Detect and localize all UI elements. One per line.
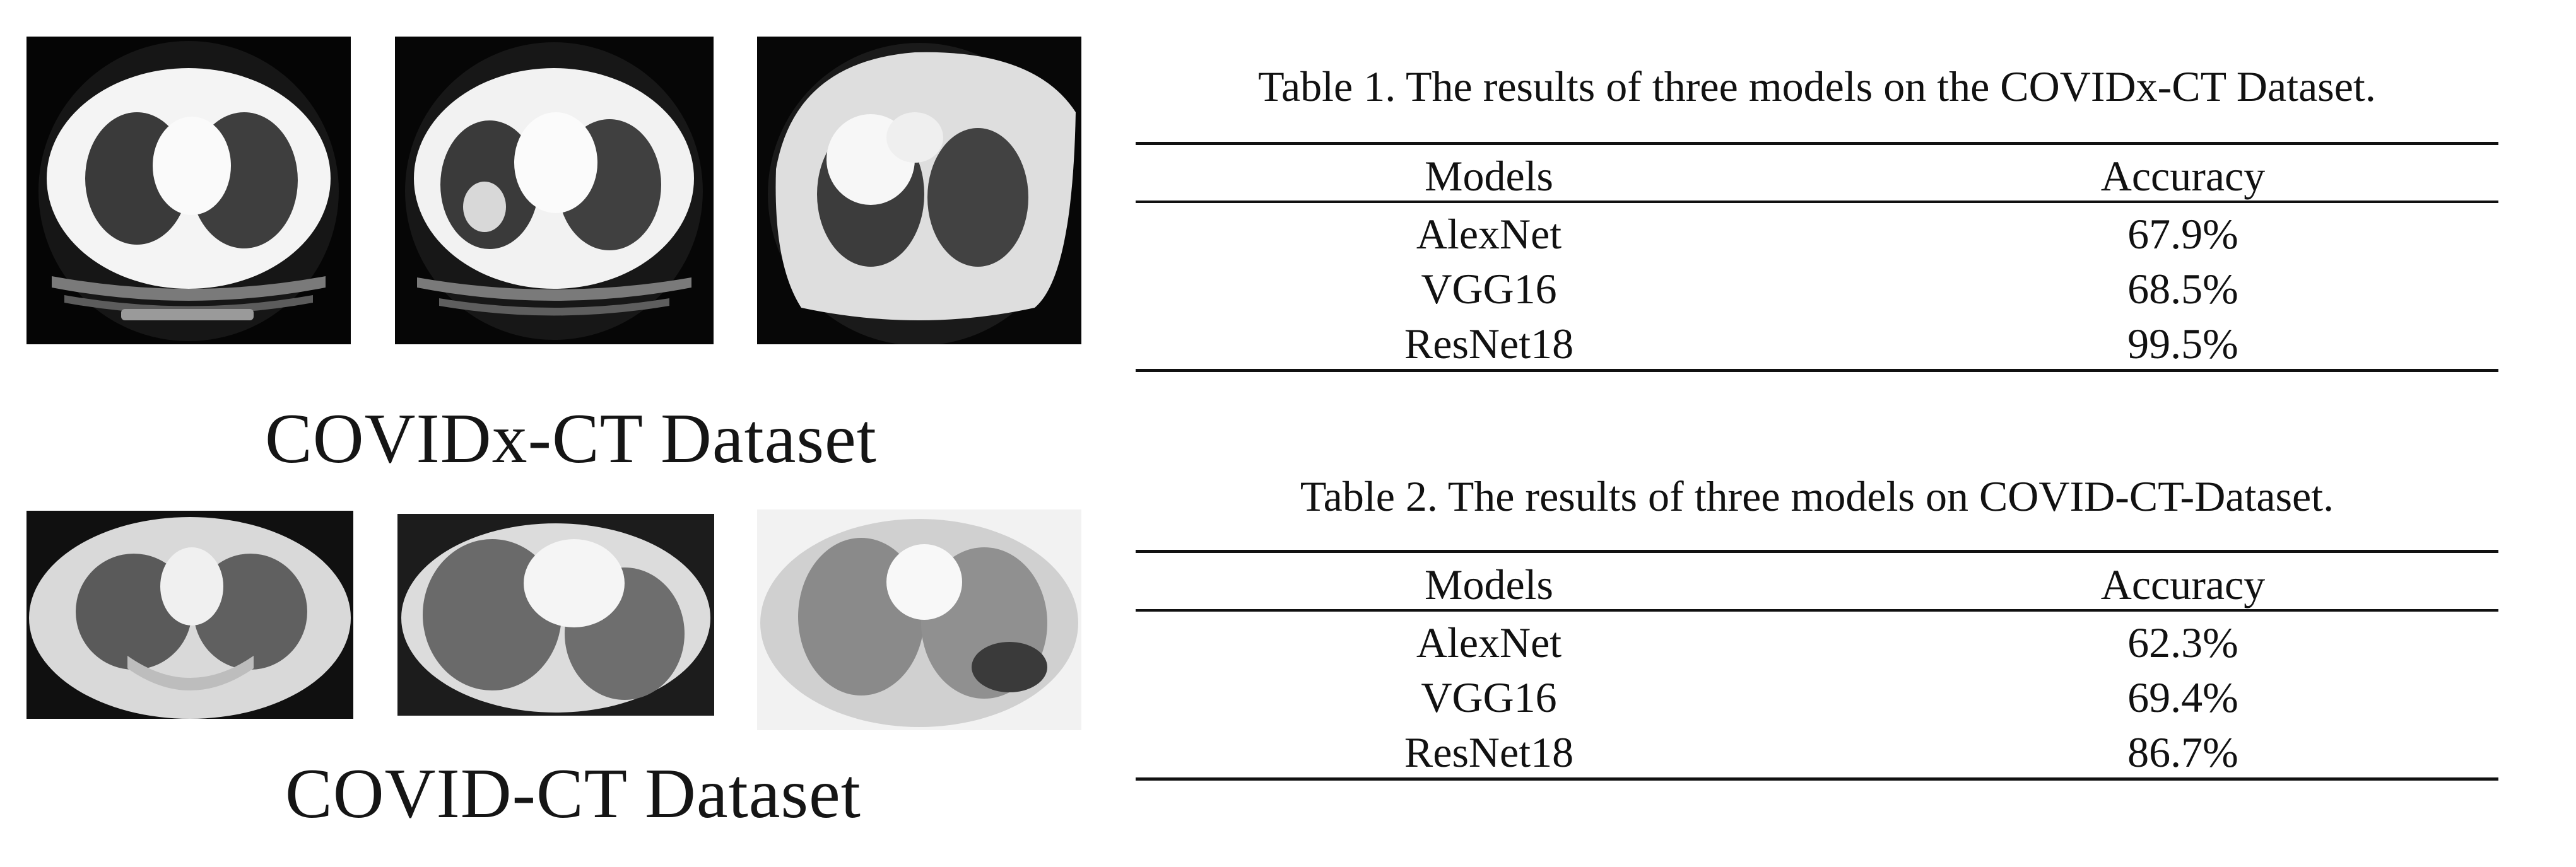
covid-ct-dataset-caption: COVID-CT Dataset [285, 755, 861, 833]
covid-ct-image-1 [26, 511, 353, 719]
covid-ct-image-2 [397, 514, 714, 716]
table-1-caption: Table 1. The results of three models on … [1258, 62, 2376, 110]
table-1-top-rule [1136, 142, 2498, 145]
table-2-top-rule [1136, 550, 2498, 553]
table-2-model-cell: VGG16 [1421, 673, 1557, 721]
table-1-accuracy-cell: 99.5% [2127, 320, 2238, 368]
table-1-accuracy-cell: 68.5% [2127, 265, 2238, 313]
covid-ct-image-3 [757, 509, 1081, 730]
covidx-ct-image-1 [26, 37, 351, 344]
table-1-header-accuracy: Accuracy [2100, 152, 2266, 200]
table-2-model-cell: ResNet18 [1404, 728, 1574, 776]
table-1-model-cell: VGG16 [1421, 265, 1557, 313]
table-1-header-models: Models [1425, 152, 1553, 200]
table-1-header-rule [1136, 201, 2498, 203]
table-2-bottom-rule [1136, 777, 2498, 781]
table-2-header-accuracy: Accuracy [2100, 561, 2266, 608]
table-2-accuracy-cell: 62.3% [2127, 619, 2238, 666]
covidx-ct-image-2 [395, 37, 714, 344]
table-1-model-cell: AlexNet [1416, 210, 1562, 258]
table-1-model-cell: ResNet18 [1404, 320, 1574, 368]
table-1-bottom-rule [1136, 369, 2498, 372]
table-2-accuracy-cell: 86.7% [2127, 728, 2238, 776]
covidx-ct-dataset-caption: COVIDx-CT Dataset [265, 400, 877, 478]
table-2-caption: Table 2. The results of three models on … [1300, 472, 2334, 520]
table-2-accuracy-cell: 69.4% [2127, 673, 2238, 721]
table-1-accuracy-cell: 67.9% [2127, 210, 2238, 258]
table-2-header-models: Models [1425, 561, 1553, 608]
table-2-model-cell: AlexNet [1416, 619, 1562, 666]
table-2-header-rule [1136, 609, 2498, 612]
covidx-ct-image-3 [757, 37, 1081, 344]
